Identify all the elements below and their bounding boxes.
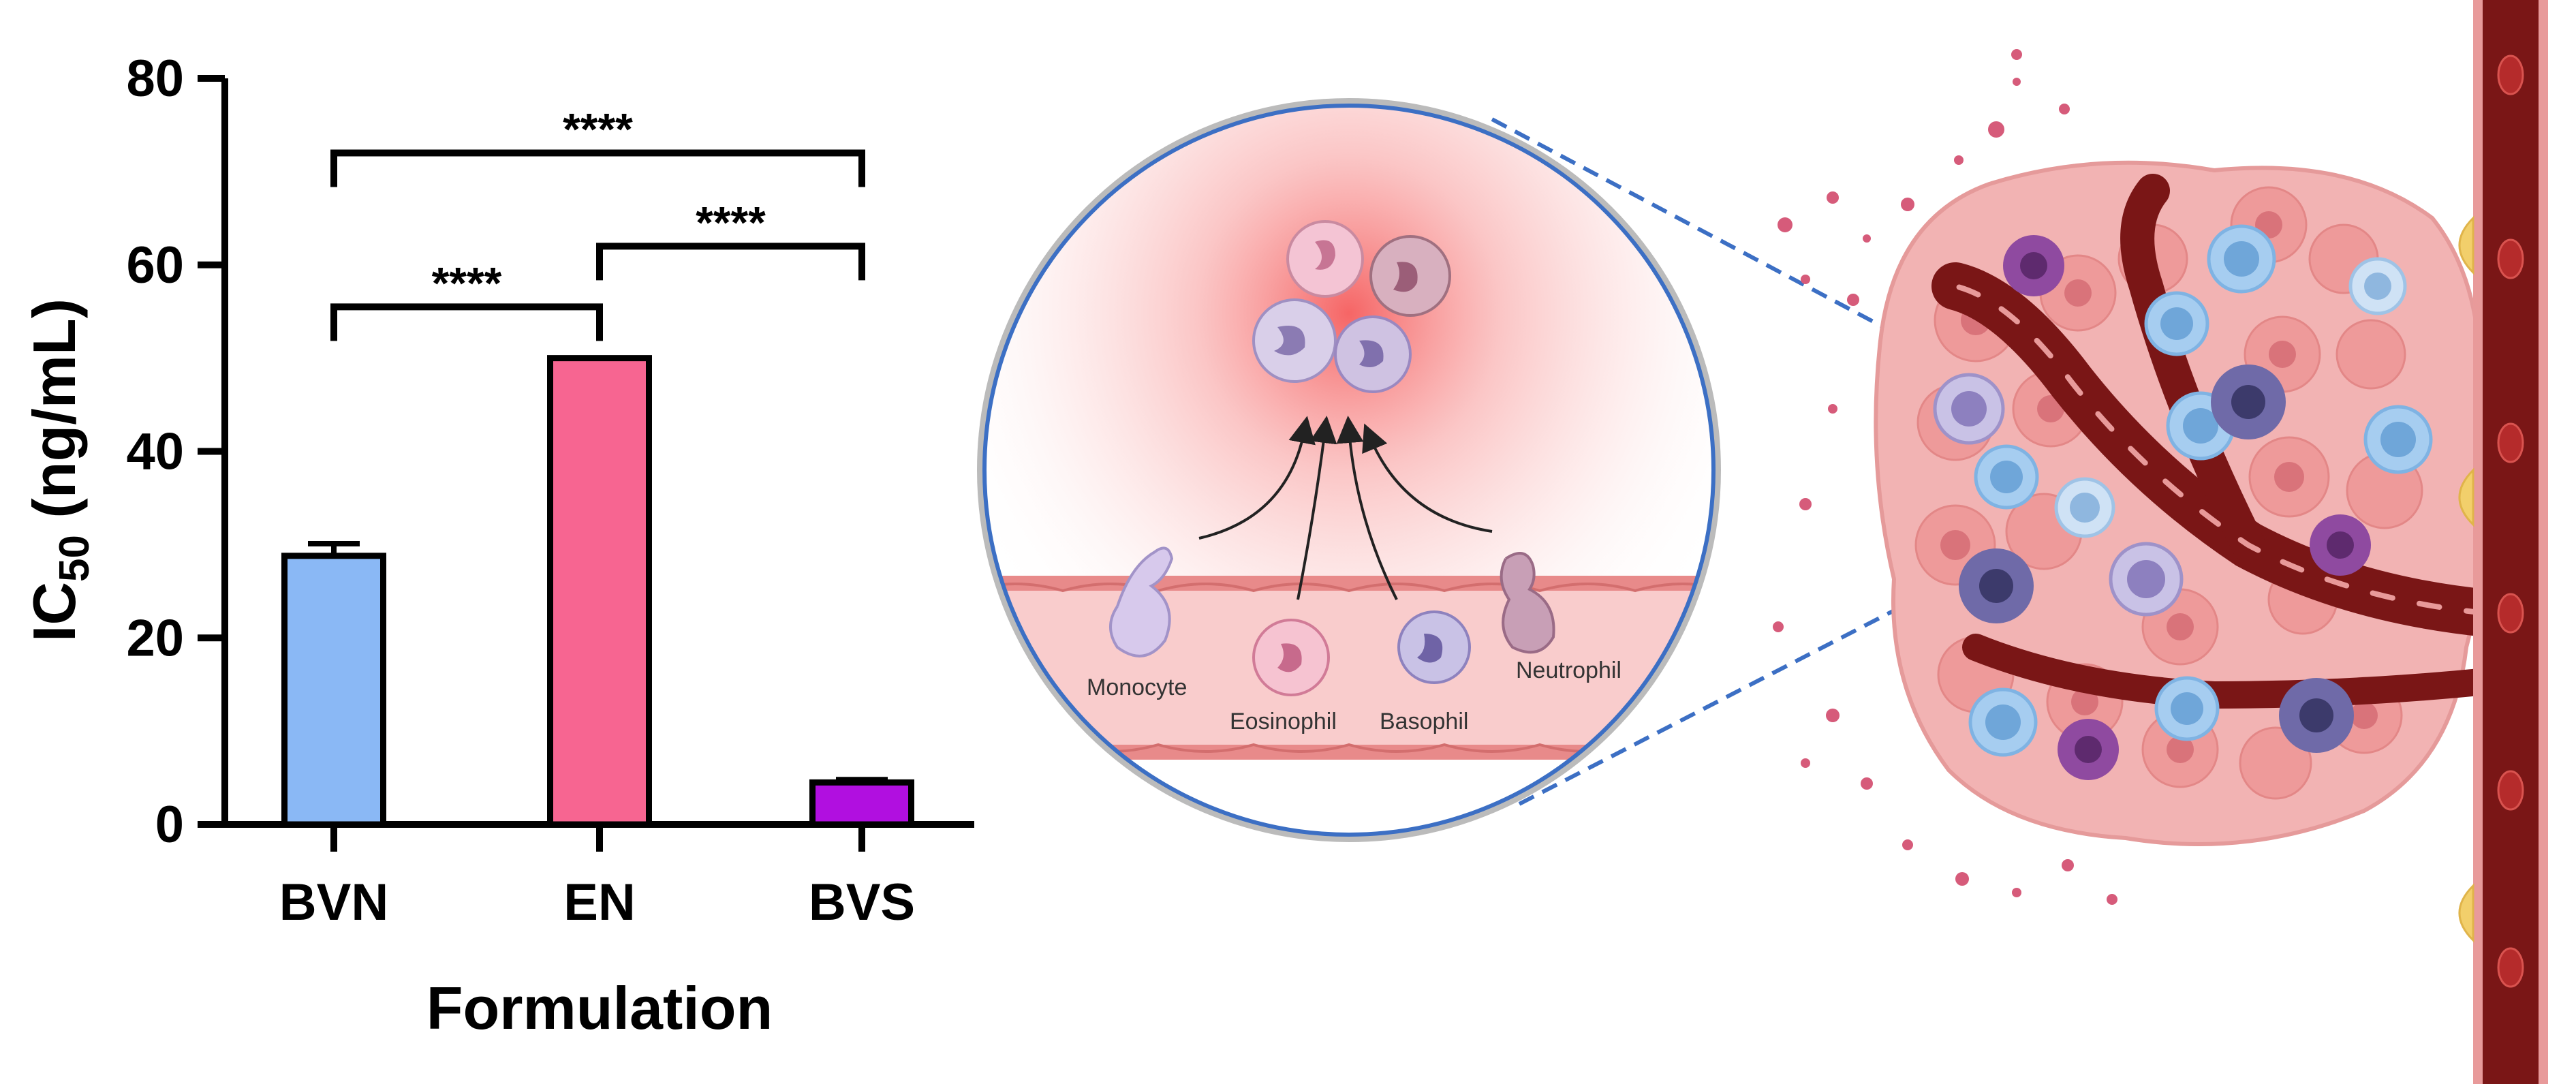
zoom-circle-illustration: Monocyte Eosinophil Basophil Neutrophil <box>977 98 1721 842</box>
y-tick-label: 80 <box>126 50 184 108</box>
recruited-cells <box>1252 220 1451 393</box>
significance-bracket <box>596 243 865 281</box>
significance-bracket <box>330 303 603 341</box>
bar-bvn <box>281 553 386 828</box>
bar-bvs <box>809 779 914 828</box>
y-tick-label: 60 <box>126 236 184 294</box>
y-tick-label: 0 <box>155 796 184 854</box>
cell-label-eosinophil: Eosinophil <box>1230 709 1337 734</box>
x-axis: BVN EN BVS <box>221 821 974 931</box>
significance-label: **** <box>696 197 766 247</box>
y-tick-label: 20 <box>126 609 184 667</box>
main-blood-vessel <box>2458 0 2548 1084</box>
significance-bracket <box>330 149 865 187</box>
x-tick-label-en: EN <box>563 873 636 931</box>
significance-label: **** <box>432 258 502 308</box>
x-axis-title: Formulation <box>426 974 773 1042</box>
bar-chart: 0 20 40 60 80 BVN EN BVS **** **** **** IC50 (ng… <box>20 50 974 1042</box>
y-axis-title: IC50 (ng/mL) <box>20 298 98 642</box>
tumor-tissue-illustration <box>1773 0 2548 1084</box>
x-tick-label-bvn: BVN <box>279 873 388 931</box>
y-axis: 0 20 40 60 80 <box>126 50 228 854</box>
bar-en <box>547 355 652 828</box>
vessel-cells <box>1109 546 1555 696</box>
x-tick-label-bvs: BVS <box>809 873 915 931</box>
immune-cells <box>1933 224 2433 780</box>
bars <box>281 355 914 828</box>
significance-brackets: **** **** **** <box>330 104 865 341</box>
y-tick-label: 40 <box>126 423 184 481</box>
migration-arrows <box>1198 416 1493 600</box>
cell-label-monocyte: Monocyte <box>1087 675 1187 700</box>
vessel-wall <box>984 576 1713 760</box>
cell-label-neutrophil: Neutrophil <box>1516 657 1621 683</box>
significance-label: **** <box>563 104 633 155</box>
cell-label-basophil: Basophil <box>1380 709 1468 734</box>
